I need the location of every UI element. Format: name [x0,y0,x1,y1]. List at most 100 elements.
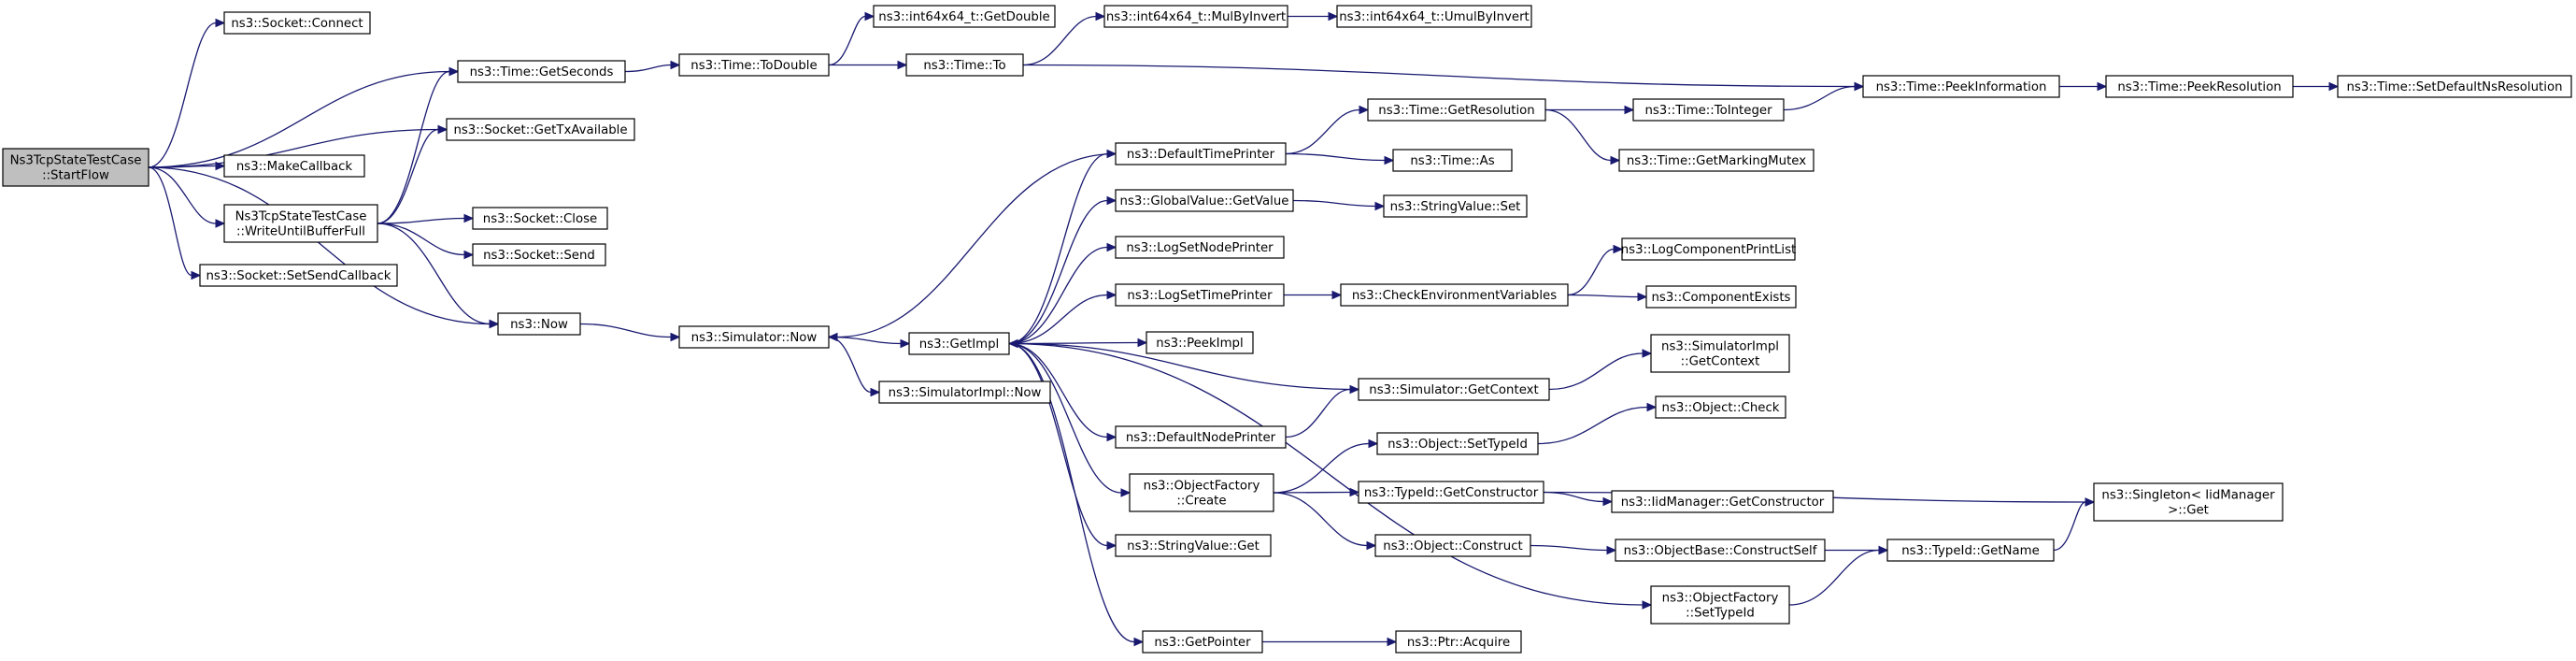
edge-writeuntil-to-now [377,223,500,329]
node-peekres[interactable]: ns3::Time::PeekResolution [2105,75,2294,98]
node-objfactcreate[interactable]: ns3::ObjectFactory::Create [1129,473,1274,512]
node-deftimeprinter[interactable]: ns3::DefaultTimePrinter [1115,142,1287,165]
node-simgetctx[interactable]: ns3::Simulator::GetContext [1358,378,1550,401]
node-label: ns3::Time::GetResolution [1378,104,1534,118]
node-label: ns3::Simulator::GetContext [1369,383,1538,397]
node-defnodeprinter[interactable]: ns3::DefaultNodePrinter [1115,425,1287,449]
node-box [1336,5,1532,28]
edge-writeuntil-to-gettxavail [377,124,448,224]
node-peekinfo[interactable]: ns3::Time::PeekInformation [1862,75,2060,98]
node-strvalueget[interactable]: ns3::StringValue::Get [1115,534,1272,557]
node-now[interactable]: ns3::Now [497,312,581,336]
edge-line [148,70,450,168]
node-label: ns3::Object::SetTypeId [1388,438,1528,452]
node-logsetnode[interactable]: ns3::LogSetNodePrinter [1115,236,1285,259]
edge-deftimeprinter-to-getres [1285,105,1370,155]
node-label: ns3::Object::Construct [1383,539,1522,553]
edge-objfactcreate-to-objconstruct [1273,492,1377,551]
node-box [1374,534,1531,557]
edge-line [1537,406,1648,445]
arrow-head [191,270,202,280]
node-logcompprint[interactable]: ns3::LogComponentPrintList [1621,237,1797,261]
edge-line [1530,544,1608,552]
node-objfactsettypeid[interactable]: ns3::ObjectFactory::SetTypeId [1650,585,1790,625]
node-label: ns3::Time::GetSeconds [470,65,614,79]
edge-deftimeprinter-to-simnow [827,152,1117,342]
node-startflow[interactable]: Ns3TcpStateTestCase::StartFlow [2,148,149,187]
edge-simnow-to-simimplnow [828,336,881,397]
node-box [1632,98,1785,122]
node-mulbyinvert[interactable]: ns3::int64x64_t::MulByInvert [1103,5,1288,28]
node-connect[interactable]: ns3::Socket::Connect [223,11,371,35]
edge-getimpl-to-logsetnode [1008,242,1117,345]
edge-simgetctx-to-getimpl [1007,338,1359,391]
node-box [873,5,1056,28]
edge-objfactcreate-to-typeidgetctor [1273,487,1360,497]
node-box [472,243,606,266]
node-getseconds[interactable]: ns3::Time::GetSeconds [457,60,626,83]
arrow-head [448,66,460,77]
edge-timeto-to-mulbyinvert [1022,11,1106,66]
arrow-head [1137,338,1148,348]
node-typeidgetctor[interactable]: ns3::TypeId::GetConstructor [1358,481,1544,504]
edge-line [1022,64,1856,88]
node-gettxavail[interactable]: ns3::Socket::GetTxAvailable [446,118,635,141]
node-umulbyinvert[interactable]: ns3::int64x64_t::UmulByInvert [1336,5,1532,28]
node-box [1862,75,2060,98]
node-simimplnow[interactable]: ns3::SimulatorImpl::Now [878,381,1051,404]
node-logsettime[interactable]: ns3::LogSetTimePrinter [1115,283,1285,307]
node-todouble[interactable]: ns3::Time::ToDouble [678,53,830,77]
node-objcheck[interactable]: ns3::Object::Check [1655,395,1786,419]
node-box [1621,237,1796,261]
node-simnow[interactable]: ns3::Simulator::Now [678,325,830,349]
edge-line [1273,442,1370,494]
node-box [878,381,1051,404]
node-timeas[interactable]: ns3::Time::As [1392,149,1513,172]
node-iidmgrgetctor[interactable]: ns3::IidManager::GetConstructor [1611,490,1834,513]
node-gvgetvalue[interactable]: ns3::GlobalValue::GetValue [1115,189,1294,212]
node-getres[interactable]: ns3::Time::GetResolution [1367,98,1546,122]
node-simimplgetctx[interactable]: ns3::SimulatorImpl::GetContext [1650,334,1790,373]
edge-line [148,166,192,277]
node-peekimpl[interactable]: ns3::PeekImpl [1146,331,1254,354]
node-getimpl[interactable]: ns3::GetImpl [908,332,1010,355]
edge-writeuntil-to-send [377,223,475,260]
node-box [1129,473,1274,512]
node-checkenv[interactable]: ns3::CheckEnvironmentVariables [1340,283,1569,307]
node-getmarkingmutex[interactable]: ns3::Time::GetMarkingMutex [1618,149,1815,172]
arrow-head [1106,195,1117,206]
node-box [223,11,371,35]
node-strvalueset[interactable]: ns3::StringValue::Set [1383,194,1528,218]
edge-peekres-to-setdefres [2293,81,2340,92]
node-label: ns3::GetPointer [1154,636,1251,650]
edge-line [1008,342,1135,643]
node-typeidgetname[interactable]: ns3::TypeId::GetName [1886,539,2055,562]
arrow-head [1106,540,1117,551]
node-timeto[interactable]: ns3::Time::To [905,53,1024,77]
node-box [446,118,635,141]
node-compexists[interactable]: ns3::ComponentExists [1645,285,1797,309]
node-tointeger[interactable]: ns3::Time::ToInteger [1632,98,1785,122]
node-box [2105,75,2294,98]
edge-getimpl-to-getpointer [1008,342,1145,647]
node-close[interactable]: ns3::Socket::Close [472,207,608,230]
edge-line [377,70,450,224]
edge-getimpl-to-objfactcreate [1008,342,1131,497]
node-getdouble[interactable]: ns3::int64x64_t::GetDouble [873,5,1056,28]
node-getpointer[interactable]: ns3::GetPointer [1142,630,1263,654]
node-objbaseconstruct[interactable]: ns3::ObjectBase::ConstructSelf [1615,539,1826,562]
node-box [1146,331,1254,354]
node-writeuntil[interactable]: Ns3TcpStateTestCase::WriteUntilBufferFul… [223,204,378,243]
node-makecallback[interactable]: ns3::MakeCallback [223,154,365,178]
node-label: ns3::LogSetNodePrinter [1126,241,1274,255]
node-setdefres[interactable]: ns3::Time::SetDefaultNsResolution [2337,75,2572,98]
arrow-head [2085,497,2096,507]
node-objsettypeid[interactable]: ns3::Object::SetTypeId [1376,432,1539,455]
node-objconstruct[interactable]: ns3::Object::Construct [1374,534,1531,557]
node-singletonget[interactable]: ns3::Singleton< IidManager >::Get [2093,482,2284,522]
node-setsendcb[interactable]: ns3::Socket::SetSendCallback [199,264,398,287]
node-box [1115,283,1285,307]
arrow-head [1106,242,1117,252]
node-send[interactable]: ns3::Socket::Send [472,243,606,266]
node-ptracquire[interactable]: ns3::Ptr::Acquire [1395,630,1522,654]
